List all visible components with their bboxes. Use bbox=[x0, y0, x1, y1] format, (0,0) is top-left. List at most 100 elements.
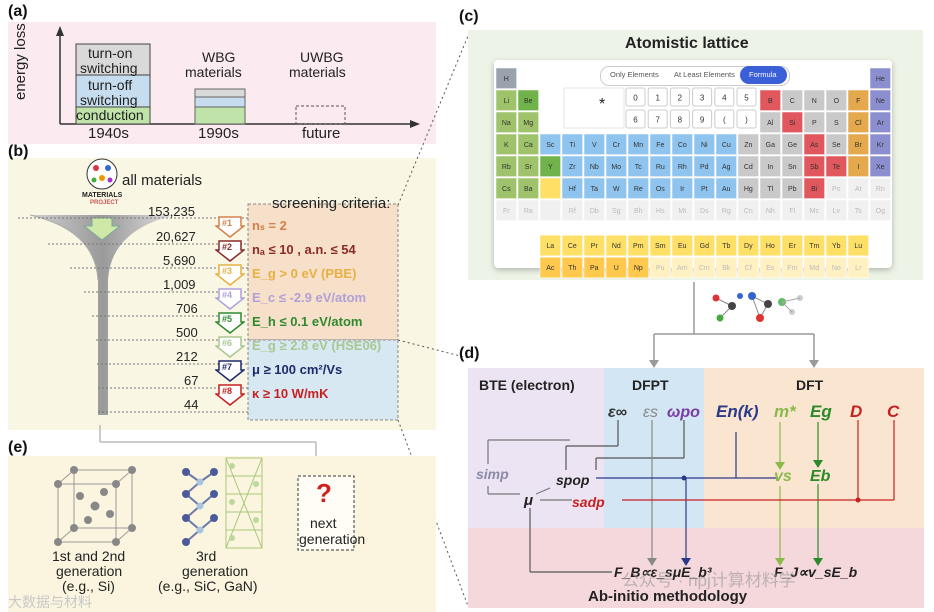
tab-formula[interactable]: Formula bbox=[749, 70, 777, 79]
element-c[interactable]: C bbox=[781, 89, 803, 111]
keypad-star[interactable]: * bbox=[599, 96, 606, 113]
element-eu[interactable]: Eu bbox=[671, 234, 693, 257]
element-mo[interactable]: Mo bbox=[605, 155, 627, 177]
element-ar[interactable]: Ar bbox=[869, 111, 891, 133]
element-w[interactable]: W bbox=[605, 177, 627, 199]
element-gd[interactable]: Gd bbox=[693, 234, 715, 257]
element-h[interactable]: H bbox=[495, 67, 517, 89]
element-fm[interactable]: Fm bbox=[781, 256, 803, 279]
element-og[interactable]: Og bbox=[869, 199, 891, 221]
element-ts[interactable]: Ts bbox=[847, 199, 869, 221]
keypad-key-10[interactable]: ( bbox=[714, 109, 735, 129]
element-tb[interactable]: Tb bbox=[715, 234, 737, 257]
element-mg[interactable]: Mg bbox=[517, 111, 539, 133]
element-ra[interactable]: Ra bbox=[517, 199, 539, 221]
element-cn[interactable]: Cn bbox=[737, 199, 759, 221]
element-er[interactable]: Er bbox=[781, 234, 803, 257]
element-pa[interactable]: Pa bbox=[583, 256, 605, 279]
element-te[interactable]: Te bbox=[825, 155, 847, 177]
element-li[interactable]: Li bbox=[495, 89, 517, 111]
element-rn[interactable]: Rn bbox=[869, 177, 891, 199]
element-se[interactable]: Se bbox=[825, 133, 847, 155]
element-br[interactable]: Br bbox=[847, 133, 869, 155]
element-lr[interactable]: Lr bbox=[847, 256, 869, 279]
element-zn[interactable]: Zn bbox=[737, 133, 759, 155]
element-mt[interactable]: Mt bbox=[671, 199, 693, 221]
element-ru[interactable]: Ru bbox=[649, 155, 671, 177]
element-sb[interactable]: Sb bbox=[803, 155, 825, 177]
element-s[interactable]: S bbox=[825, 111, 847, 133]
element-no[interactable]: No bbox=[825, 256, 847, 279]
keypad-key-5[interactable]: 5 bbox=[736, 87, 757, 107]
element-ce[interactable]: Ce bbox=[561, 234, 583, 257]
element-ga[interactable]: Ga bbox=[759, 133, 781, 155]
element-al[interactable]: Al bbox=[759, 111, 781, 133]
keypad-key-4[interactable]: 4 bbox=[714, 87, 735, 107]
element-as[interactable]: As bbox=[803, 133, 825, 155]
keypad-key-3[interactable]: 3 bbox=[692, 87, 713, 107]
element-cr[interactable]: Cr bbox=[605, 133, 627, 155]
element-nh[interactable]: Nh bbox=[759, 199, 781, 221]
element-placeholder[interactable] bbox=[539, 177, 561, 199]
element-na[interactable]: Na bbox=[495, 111, 517, 133]
element-cu[interactable]: Cu bbox=[715, 133, 737, 155]
element-f[interactable]: F bbox=[847, 89, 869, 111]
element-sc[interactable]: Sc bbox=[539, 133, 561, 155]
element-tl[interactable]: Tl bbox=[759, 177, 781, 199]
element-fl[interactable]: Fl bbox=[781, 199, 803, 221]
element-ta[interactable]: Ta bbox=[583, 177, 605, 199]
element-lv[interactable]: Lv bbox=[825, 199, 847, 221]
element-ho[interactable]: Ho bbox=[759, 234, 781, 257]
element-ag[interactable]: Ag bbox=[715, 155, 737, 177]
element-cf[interactable]: Cf bbox=[737, 256, 759, 279]
element-v[interactable]: V bbox=[583, 133, 605, 155]
element-ni[interactable]: Ni bbox=[693, 133, 715, 155]
element-es[interactable]: Es bbox=[759, 256, 781, 279]
element-xe[interactable]: Xe bbox=[869, 155, 891, 177]
element-am[interactable]: Am bbox=[671, 256, 693, 279]
element-pd[interactable]: Pd bbox=[693, 155, 715, 177]
keypad-key-7[interactable]: 7 bbox=[647, 109, 668, 129]
element-th[interactable]: Th bbox=[561, 256, 583, 279]
element-hf[interactable]: Hf bbox=[561, 177, 583, 199]
element-mn[interactable]: Mn bbox=[627, 133, 649, 155]
element-fr[interactable]: Fr bbox=[495, 199, 517, 221]
keypad-key-8[interactable]: 8 bbox=[669, 109, 690, 129]
element-rf[interactable]: Rf bbox=[561, 199, 583, 221]
element-nd[interactable]: Nd bbox=[605, 234, 627, 257]
element-cm[interactable]: Cm bbox=[693, 256, 715, 279]
element-ds[interactable]: Ds bbox=[693, 199, 715, 221]
element-i[interactable]: I bbox=[847, 155, 869, 177]
tab-at-least-elements[interactable]: At Least Elements bbox=[674, 70, 735, 79]
element-y[interactable]: Y bbox=[539, 155, 561, 177]
element-placeholder[interactable] bbox=[539, 199, 561, 221]
element-bi[interactable]: Bi bbox=[803, 177, 825, 199]
element-md[interactable]: Md bbox=[803, 256, 825, 279]
element-ba[interactable]: Ba bbox=[517, 177, 539, 199]
element-tm[interactable]: Tm bbox=[803, 234, 825, 257]
tab-only-elements[interactable]: Only Elements bbox=[610, 70, 659, 79]
element-u[interactable]: U bbox=[605, 256, 627, 279]
element-nb[interactable]: Nb bbox=[583, 155, 605, 177]
keypad-key-11[interactable]: ) bbox=[736, 109, 757, 129]
element-sn[interactable]: Sn bbox=[781, 155, 803, 177]
element-ti[interactable]: Ti bbox=[561, 133, 583, 155]
element-b[interactable]: B bbox=[759, 89, 781, 111]
keypad-key-2[interactable]: 2 bbox=[669, 87, 690, 107]
element-pm[interactable]: Pm bbox=[627, 234, 649, 257]
keypad-key-6[interactable]: 6 bbox=[625, 109, 646, 129]
element-np[interactable]: Np bbox=[627, 256, 649, 279]
element-bh[interactable]: Bh bbox=[627, 199, 649, 221]
element-bk[interactable]: Bk bbox=[715, 256, 737, 279]
element-hs[interactable]: Hs bbox=[649, 199, 671, 221]
element-ir[interactable]: Ir bbox=[671, 177, 693, 199]
element-at[interactable]: At bbox=[847, 177, 869, 199]
element-he[interactable]: He bbox=[869, 67, 891, 89]
element-db[interactable]: Db bbox=[583, 199, 605, 221]
element-fe[interactable]: Fe bbox=[649, 133, 671, 155]
element-pt[interactable]: Pt bbox=[693, 177, 715, 199]
element-sm[interactable]: Sm bbox=[649, 234, 671, 257]
element-ac[interactable]: Ac bbox=[539, 256, 561, 279]
element-yb[interactable]: Yb bbox=[825, 234, 847, 257]
element-pr[interactable]: Pr bbox=[583, 234, 605, 257]
